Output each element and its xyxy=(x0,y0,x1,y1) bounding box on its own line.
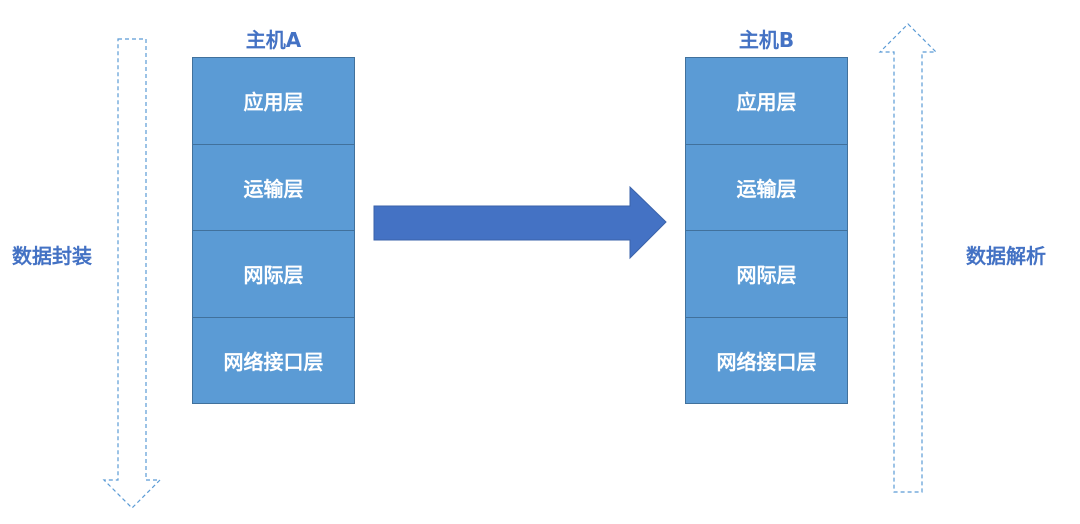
host-a-stack: 应用层 运输层 网际层 网络接口层 xyxy=(192,57,355,404)
parsing-up-arrow xyxy=(878,23,938,493)
host-a-title: 主机A xyxy=(245,28,302,52)
host-b-transport-layer: 运输层 xyxy=(686,145,847,231)
host-a-internet-layer: 网际层 xyxy=(193,231,354,318)
host-a-application-layer: 应用层 xyxy=(193,58,354,145)
transfer-right-arrow xyxy=(373,185,667,260)
host-a-network-interface-layer: 网络接口层 xyxy=(223,349,324,374)
encapsulation-down-arrow xyxy=(102,38,162,509)
host-b-internet-layer: 网际层 xyxy=(686,231,847,318)
host-a-transport-layer: 运输层 xyxy=(193,145,354,231)
parsing-label: 数据解析 xyxy=(966,244,1046,268)
encapsulation-label: 数据封装 xyxy=(12,244,92,268)
host-b-network-interface-layer: 网络接口层 xyxy=(716,349,817,374)
host-b-stack: 应用层 运输层 网际层 网络接口层 xyxy=(685,57,848,404)
host-b-title: 主机B xyxy=(738,28,795,52)
host-b-application-layer: 应用层 xyxy=(686,58,847,145)
